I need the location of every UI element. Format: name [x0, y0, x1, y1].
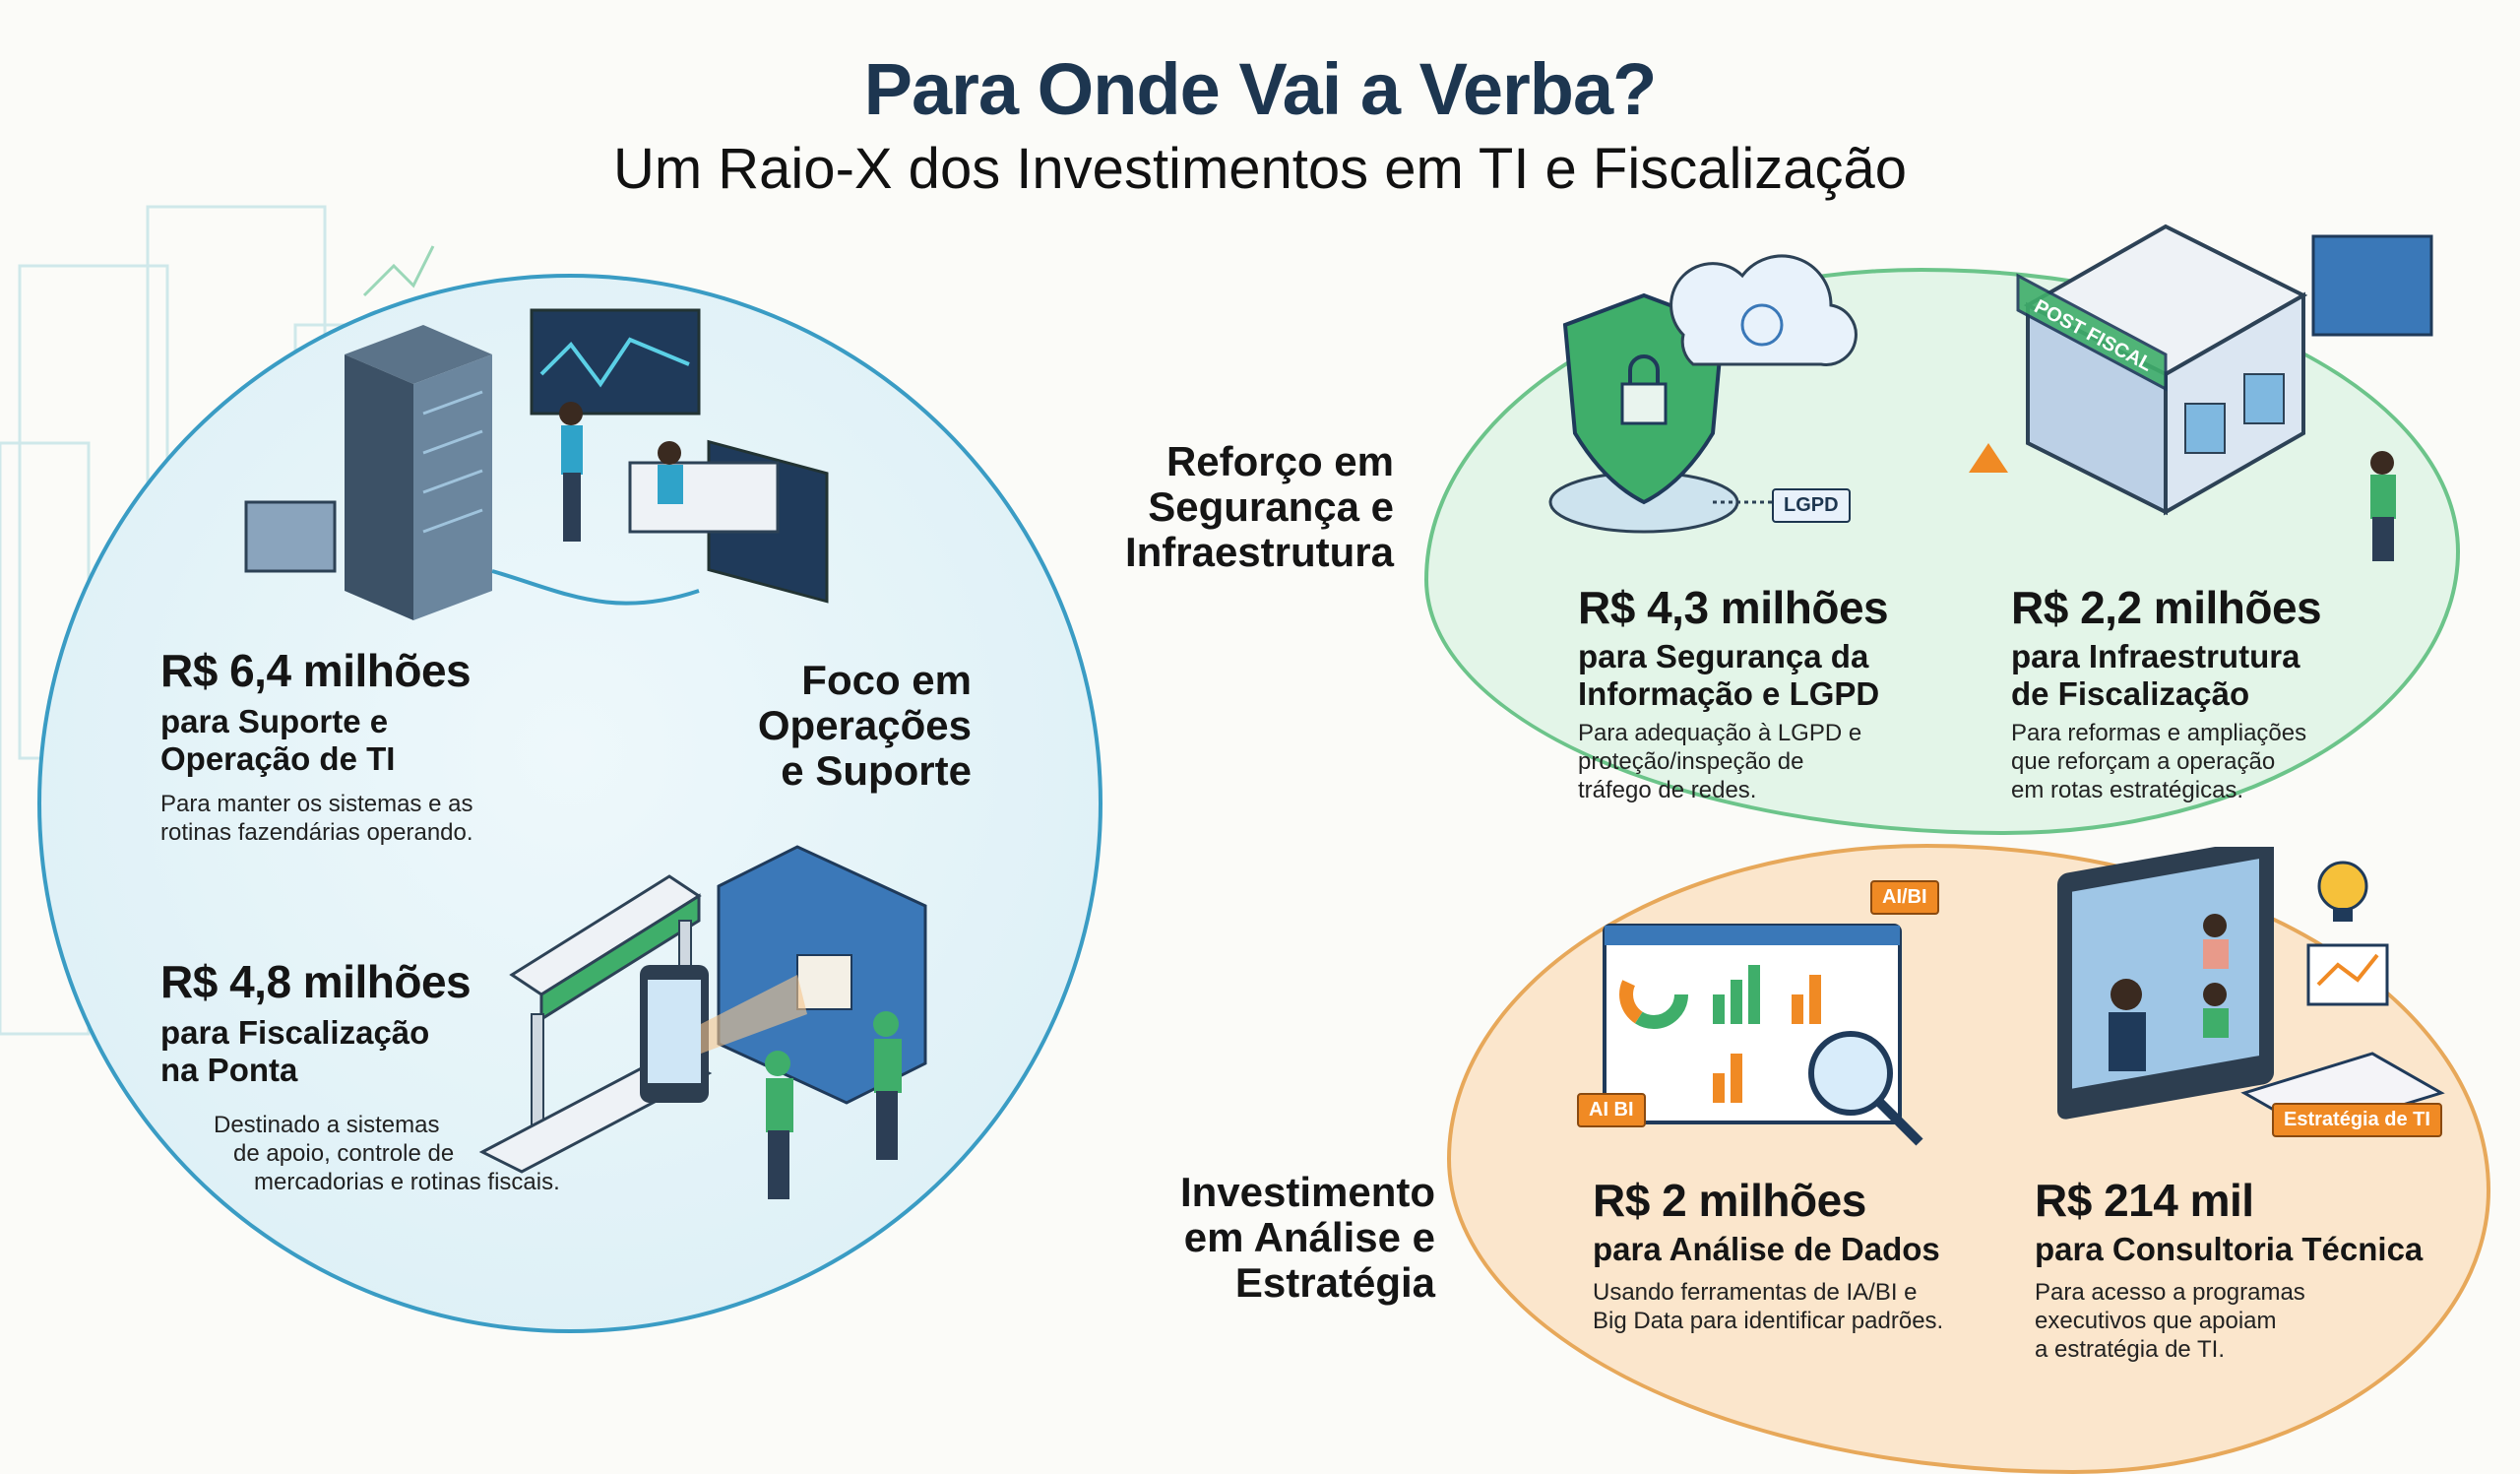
data-dashboard-illustration: [1603, 924, 1923, 1146]
section-label-line: Reforço em: [1166, 438, 1394, 484]
fiscal-checkpoint-illustration: [478, 845, 927, 1199]
purpose-line: Informação e LGPD: [1578, 675, 1880, 712]
ai-bi-badge-left: AI BI: [1577, 1093, 1646, 1127]
strategy-badge: Estratégia de TI: [2272, 1103, 2442, 1137]
amount: R$ 2 milhões: [1593, 1175, 1866, 1226]
fiscal-enforcement-card: R$ 4,8 milhões para Fiscalização na Pont…: [160, 955, 560, 1196]
cloud-fingerprint-icon: [1670, 254, 1858, 366]
description: Destinado a sistemas de apoio, controle …: [160, 1111, 560, 1196]
consulting-videocall-illustration: [2057, 847, 2445, 1134]
it-operations-illustration: [244, 308, 829, 620]
section-label-line: e Suporte: [781, 747, 972, 794]
bar-chart-icon: [1713, 965, 1760, 1024]
page-subtitle: Um Raio-X dos Investimentos em TI e Fisc…: [612, 137, 1908, 201]
section-label-line: Segurança e: [1148, 483, 1394, 530]
amount: R$ 6,4 milhões: [160, 645, 472, 696]
description-line: de apoio, controle de: [233, 1140, 455, 1167]
section-label-security: Reforço em Segurança e Infraestrutura: [1063, 439, 1394, 575]
description-line: tráfego de redes.: [1578, 777, 1757, 803]
tablet-scanner-icon: [640, 965, 807, 1103]
description-line: que reforçam a operação: [2011, 748, 2276, 775]
ai-bi-badge-top: AI/BI: [1870, 880, 1939, 915]
purpose-line: para Suporte e: [160, 703, 389, 739]
description-line: proteção/inspeção de: [1578, 748, 1804, 775]
lgpd-label: LGPD: [1772, 488, 1851, 523]
section-label-operations: Foco em Operações e Suporte: [689, 658, 972, 794]
technical-consulting-card: R$ 214 mil para Consultoria Técnica Para…: [2035, 1174, 2423, 1364]
purpose-line: de Fiscalização: [2011, 675, 2250, 712]
section-label-line: Investimento: [1179, 1169, 1435, 1215]
information-security-card: R$ 4,3 milhões para Segurança da Informa…: [1578, 581, 1889, 804]
purpose-line: para Fiscalização: [160, 1014, 430, 1051]
it-support-card: R$ 6,4 milhões para Suporte e Operação d…: [160, 644, 473, 847]
amount: R$ 4,3 milhões: [1578, 582, 1889, 633]
server-rack-icon: [345, 325, 492, 620]
section-label-line: Estratégia: [1234, 1259, 1435, 1306]
purpose: para Consultoria Técnica: [2035, 1231, 2424, 1267]
section-label-line: em Análise e: [1183, 1214, 1435, 1260]
description-line: a estratégia de TI.: [2035, 1336, 2226, 1363]
description-line: mercadorias e rotinas fiscais.: [254, 1169, 560, 1195]
description-line: em rotas estratégicas.: [2011, 777, 2244, 803]
purpose: para Fiscalização na Ponta: [160, 1014, 560, 1089]
purpose: para Infraestrutura de Fiscalização: [2011, 638, 2321, 713]
section-label-line: Foco em: [801, 657, 972, 703]
purpose: para Análise de Dados: [1593, 1231, 1940, 1267]
description: Para acesso a programas executivos que a…: [2035, 1278, 2423, 1364]
description-line: Para reformas e ampliações: [2011, 720, 2307, 746]
description: Para adequação à LGPD e proteção/inspeçã…: [1578, 719, 1888, 804]
amount: R$ 214 mil: [2035, 1175, 2254, 1226]
fiscal-infrastructure-card: R$ 2,2 milhões para Infraestrutura de Fi…: [2011, 581, 2322, 804]
purpose-line: para Infraestrutura: [2011, 638, 2300, 674]
description: Usando ferramentas de IA/BI e Big Data p…: [1593, 1278, 1943, 1335]
description-line: Para acesso a programas: [2035, 1279, 2305, 1306]
description-line: Para manter os sistemas e as: [160, 791, 473, 817]
data-analysis-card: R$ 2 milhões para Análise de Dados Usand…: [1593, 1174, 1943, 1335]
amount: R$ 4,8 milhões: [160, 956, 472, 1007]
section-label-line: Infraestrutura: [1124, 529, 1394, 575]
lightbulb-icon: [2317, 861, 2368, 922]
section-label-analysis: Investimento em Análise e Estratégia: [1083, 1170, 1435, 1306]
purpose: para Suporte e Operação de TI: [160, 703, 473, 778]
amount: R$ 2,2 milhões: [2011, 582, 2322, 633]
description: Para manter os sistemas e as rotinas faz…: [160, 790, 473, 847]
description: Para reformas e ampliações que reforçam …: [2011, 719, 2321, 804]
donut-chart-icon: [1619, 960, 1688, 1029]
purpose-line: Operação de TI: [160, 740, 396, 777]
description-line: Destinado a sistemas: [214, 1112, 440, 1138]
description-line: rotinas fazendárias operando.: [160, 819, 473, 846]
description-line: Para adequação à LGPD e: [1578, 720, 1862, 746]
blueprint-icon: [2311, 234, 2433, 337]
page-title: Para Onde Vai a Verba?: [863, 48, 1658, 130]
purpose-line: para Segurança da: [1578, 638, 1869, 674]
description-line: Big Data para identificar padrões.: [1593, 1308, 1944, 1334]
fiscal-post-building-illustration: [1969, 224, 2433, 561]
magnifier-icon: [1808, 1031, 1923, 1146]
section-label-line: Operações: [757, 702, 972, 748]
shipping-container-icon: [717, 845, 927, 1105]
purpose: para Segurança da Informação e LGPD: [1578, 638, 1888, 713]
description-line: Usando ferramentas de IA/BI e: [1593, 1279, 1918, 1306]
security-illustration: [1548, 254, 1858, 534]
description-line: executivos que apoiam: [2035, 1308, 2277, 1334]
purpose-line: na Ponta: [160, 1052, 298, 1088]
